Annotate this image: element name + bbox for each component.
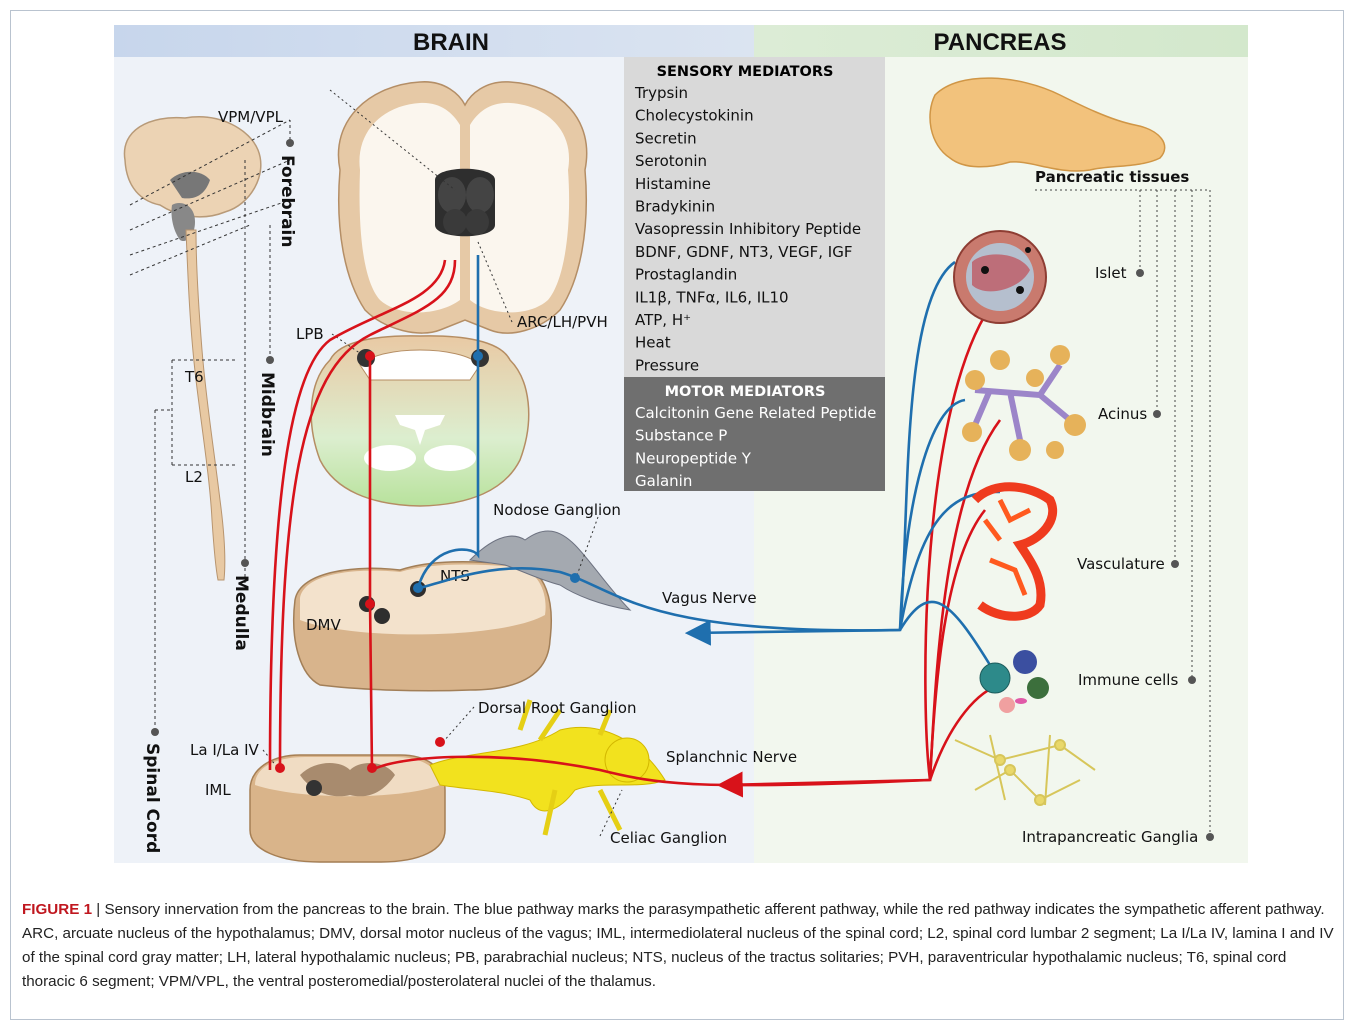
tissue-islet: Islet	[1095, 264, 1127, 282]
tissue-acinus: Acinus	[1098, 405, 1147, 423]
vagus-label: Vagus Nerve	[662, 589, 757, 607]
mediator-item: Galanin	[635, 472, 692, 490]
caption-text: Sensory innervation from the pancreas to…	[22, 901, 1334, 990]
spinal-cord-dot	[151, 728, 159, 736]
ganglia-dot	[1206, 833, 1214, 841]
figure-label: FIGURE 1	[22, 901, 92, 918]
motor-mediators-title: MOTOR MEDIATORS	[665, 384, 826, 400]
pancreatic-tissues-title: Pancreatic tissues	[1035, 168, 1189, 186]
caption-separator: |	[92, 901, 104, 918]
arc-lh-pvh-label: ARC/LH/PVH	[517, 313, 608, 331]
mediator-item: Serotonin	[635, 152, 707, 170]
splanchnic-label: Splanchnic Nerve	[666, 748, 797, 766]
tissue-vasculature: Vasculature	[1077, 555, 1165, 573]
acinus-dot	[1153, 410, 1161, 418]
l2-label: L2	[185, 468, 203, 486]
islet-illustration	[954, 231, 1046, 323]
medulla-label: Medulla	[231, 575, 251, 651]
tissue-immune-cells: Immune cells	[1078, 671, 1178, 689]
mediator-item: Prostaglandin	[635, 266, 737, 284]
forebrain-dot	[286, 139, 294, 147]
dmv-label: DMV	[306, 616, 341, 634]
sensory-mediators-box	[624, 57, 885, 377]
medulla-dot	[241, 559, 249, 567]
figure-caption: FIGURE 1 | Sensory innervation from the …	[22, 898, 1334, 994]
sensory-mediators-title: SENSORY MEDIATORS	[657, 64, 834, 80]
mediator-item: ATP, H⁺	[635, 311, 691, 329]
celiac-label: Celiac Ganglion	[610, 829, 727, 847]
mediator-item: Pressure	[635, 356, 699, 374]
midbrain-label: Midbrain	[257, 372, 277, 457]
diagram: BRAIN PANCREAS Forebrain Midbrain Medull…	[0, 0, 1354, 900]
mediator-item: BDNF, GDNF, NT3, VEGF, IGF	[635, 243, 852, 261]
coronal-brain-section	[338, 82, 586, 333]
mediator-item: Vasopressin Inhibitory Peptide	[635, 220, 861, 238]
t6-label: T6	[184, 368, 204, 386]
mediator-item: Trypsin	[634, 84, 688, 102]
vasculature-dot	[1171, 560, 1179, 568]
mediator-item: Histamine	[635, 175, 711, 193]
mediator-item: Secretin	[635, 129, 697, 147]
nodose-label: Nodose Ganglion	[493, 501, 621, 519]
pons-section	[311, 336, 528, 506]
mediator-item: Substance P	[635, 427, 727, 445]
midbrain-dot	[266, 356, 274, 364]
lpb-label: LPB	[296, 325, 324, 343]
brain-header: BRAIN	[413, 29, 489, 56]
forebrain-label: Forebrain	[277, 155, 297, 247]
mediator-item: Heat	[635, 334, 671, 352]
mediator-item: IL1β, TNFα, IL6, IL10	[635, 288, 789, 306]
la-i-iv-label: La I/La IV	[190, 741, 260, 759]
immune-dot	[1188, 676, 1196, 684]
iml-label: IML	[205, 781, 231, 799]
mediator-item: Neuropeptide Y	[635, 449, 752, 467]
mediator-item: Calcitonin Gene Related Peptide	[635, 404, 876, 422]
tissue-ganglia: Intrapancreatic Ganglia	[1022, 828, 1198, 846]
drg-label: Dorsal Root Ganglion	[478, 699, 636, 717]
mediator-item: Cholecystokinin	[635, 107, 754, 125]
islet-dot	[1136, 269, 1144, 277]
vpm-vpl-label: VPM/VPL	[218, 108, 284, 126]
mediator-item: Bradykinin	[635, 198, 715, 216]
spinal-cord-label: Spinal Cord	[142, 743, 162, 853]
pancreas-header: PANCREAS	[934, 29, 1067, 56]
